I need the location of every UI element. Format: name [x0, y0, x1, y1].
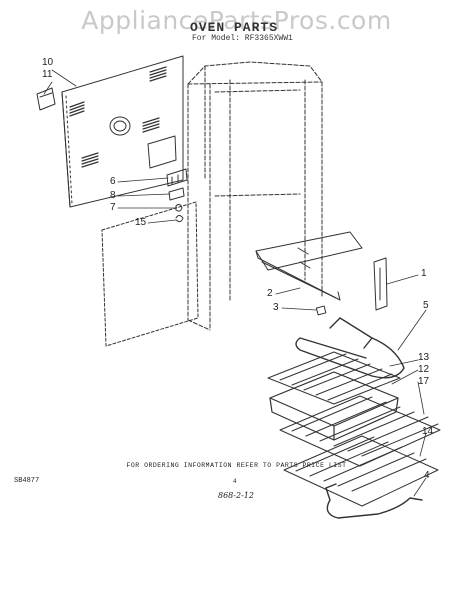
part-6-terminal-block — [167, 169, 187, 186]
callout-5: 5 — [423, 300, 429, 311]
part-4-broil-element — [326, 484, 422, 518]
part-12-broiler-pan — [270, 372, 398, 440]
callout-15: 15 — [135, 217, 147, 228]
part-7-clip — [176, 204, 182, 211]
page-number: 4 — [233, 478, 237, 485]
callout-8: 8 — [110, 190, 116, 201]
callout-10: 10 — [42, 57, 54, 68]
model-number: For Model: RF3365XWW1 — [192, 34, 293, 43]
callout-11: 11 — [42, 69, 53, 80]
callout-14: 14 — [422, 426, 434, 437]
callout-leader-lines — [44, 70, 426, 496]
part-17-oven-rack — [280, 396, 440, 466]
part-14-oven-rack — [284, 436, 438, 506]
part-3-clip — [316, 306, 326, 315]
lower-panel — [102, 202, 198, 346]
callout-13: 13 — [418, 352, 430, 363]
part-1-side-bracket — [374, 258, 387, 310]
callout-6: 6 — [110, 176, 116, 187]
callout-2: 2 — [267, 288, 273, 299]
part-15-screw — [176, 216, 183, 222]
handwritten-note: 868-2-12 — [218, 491, 254, 500]
ordering-note: FOR ORDERING INFORMATION REFER TO PARTS … — [126, 462, 347, 469]
callout-1: 1 — [421, 268, 427, 279]
document-code: SB4877 — [14, 477, 40, 485]
callout-7: 7 — [110, 202, 116, 213]
callout-17: 17 — [418, 376, 430, 387]
callout-3: 3 — [273, 302, 279, 313]
watermark: AppliancePartsPros.com — [81, 6, 392, 35]
part-5-bake-element — [296, 318, 404, 378]
page-title: OVEN PARTS — [190, 20, 279, 35]
part-13-broiler-grid — [268, 352, 400, 404]
part-2-bottom-rail — [256, 232, 362, 300]
oven-cabinet-frame — [188, 62, 322, 330]
callout-4: 4 — [424, 470, 430, 481]
part-8-terminal-block — [169, 188, 184, 200]
part-10-rear-panel — [62, 56, 183, 207]
callout-12: 12 — [418, 364, 430, 375]
